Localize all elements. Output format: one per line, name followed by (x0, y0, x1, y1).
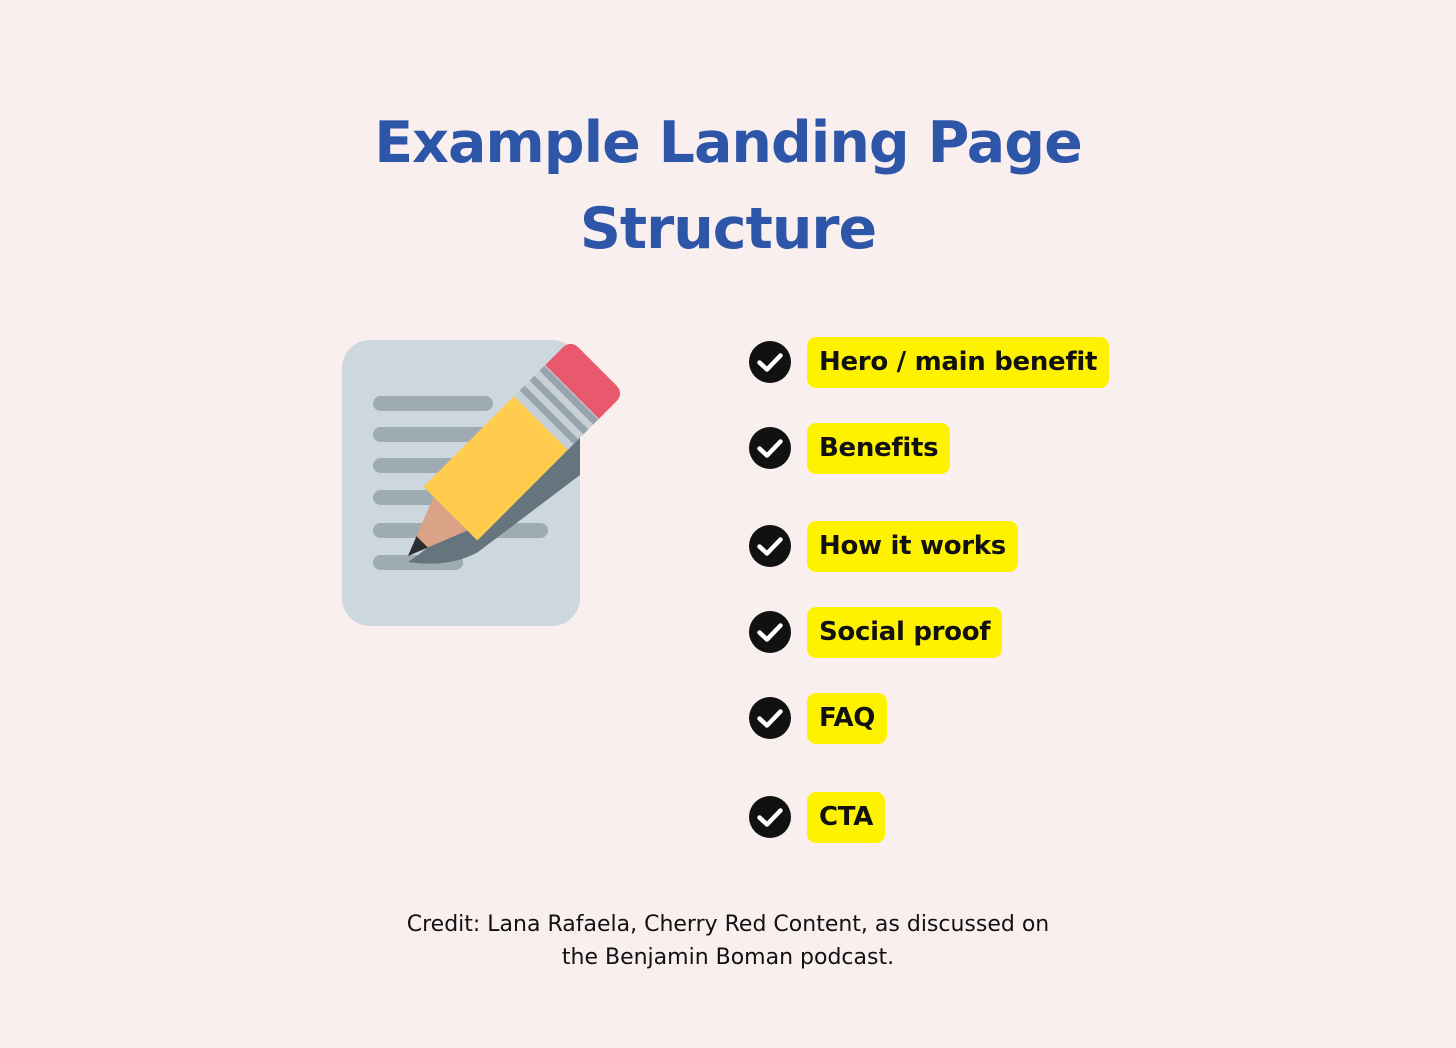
checklist-label: FAQ (807, 692, 888, 744)
check-circle-icon (749, 697, 791, 739)
list-item: Hero / main benefit (748, 336, 1110, 388)
list-item: Benefits (748, 422, 951, 474)
check-circle-icon (749, 796, 791, 838)
check-circle-icon (749, 427, 791, 469)
checklist-label: How it works (807, 520, 1018, 572)
credit-text: Credit: Lana Rafaela, Cherry Red Content… (0, 908, 1456, 974)
checklist-label: Benefits (807, 422, 951, 474)
check-circle-icon (749, 525, 791, 567)
checklist-label: Social proof (807, 606, 1003, 658)
check-circle-icon (749, 341, 791, 383)
page-title-line-1: Example Landing Page (374, 110, 1083, 176)
page-title: Example Landing Page Structure (0, 100, 1456, 272)
page-title-line-2: Structure (579, 196, 877, 262)
checklist-label: CTA (807, 791, 886, 843)
structure-checklist: Hero / main benefit Benefits How it work… (748, 0, 1348, 1048)
credit-line-2: the Benjamin Boman podcast. (561, 945, 895, 970)
list-item: Social proof (748, 606, 1003, 658)
checklist-label: Hero / main benefit (807, 336, 1110, 388)
list-item: How it works (748, 520, 1018, 572)
list-item: FAQ (748, 692, 888, 744)
check-circle-icon (749, 611, 791, 653)
credit-line-1: Credit: Lana Rafaela, Cherry Red Content… (406, 912, 1050, 937)
list-item: CTA (748, 791, 886, 843)
memo-pencil-icon (330, 330, 630, 640)
